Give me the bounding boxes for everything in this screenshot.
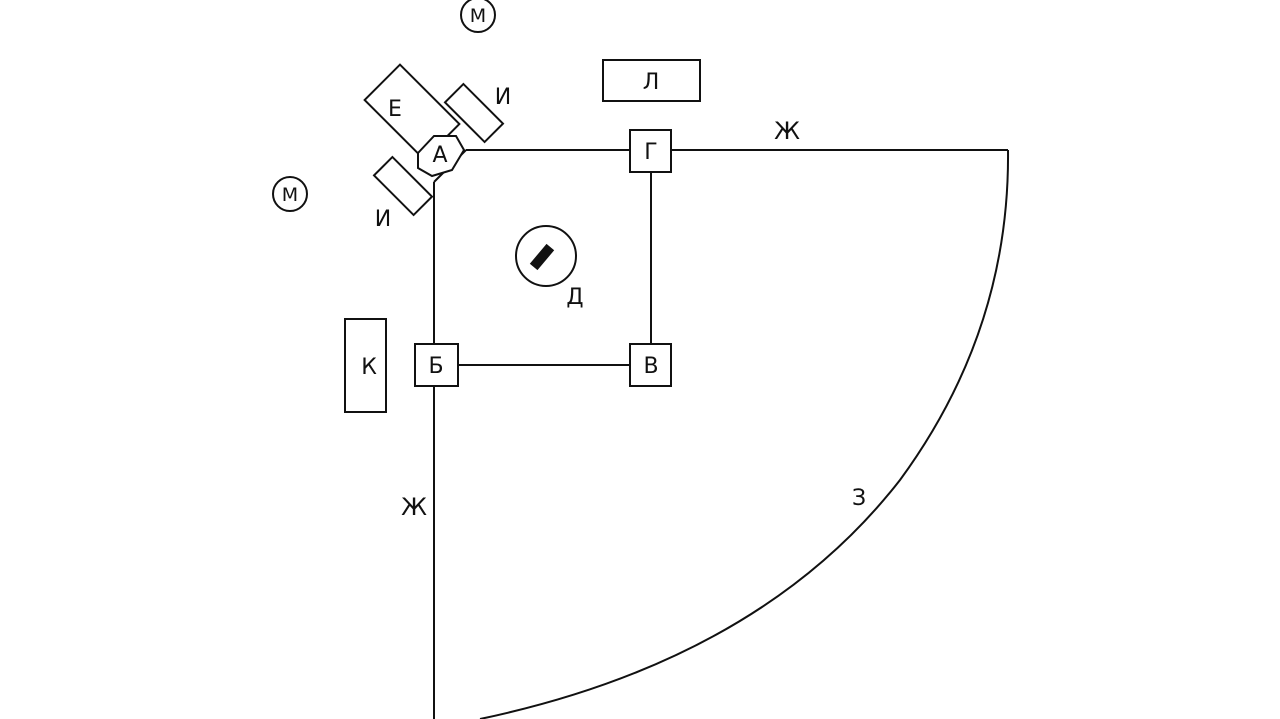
first-base-label: Г (644, 140, 657, 165)
waiting-circle-top (460, 0, 496, 33)
coach-box-l-label: Л (643, 70, 660, 95)
second-base-label: В (643, 354, 658, 379)
foul-line-label-first: Ж (774, 117, 800, 145)
home-plate (417, 135, 466, 178)
first-base (629, 129, 672, 173)
coach-box-k-label: К (361, 355, 377, 380)
foul-line-label-third: Ж (401, 493, 427, 521)
outfield-fence-label: З (852, 486, 866, 511)
home-plate-label: А (432, 143, 447, 168)
coach-box-l (602, 59, 701, 102)
third-base-label: Б (428, 354, 443, 379)
batter-box-upper-label: И (495, 85, 511, 110)
waiting-circle-top-label: М (470, 5, 486, 27)
coach-box-k (344, 318, 387, 413)
waiting-circle-left (272, 176, 308, 212)
pitcher-mound (515, 225, 577, 287)
pitcher-label: Д (566, 285, 583, 310)
batter-box-upper (443, 82, 505, 144)
catcher-box-label: Е (388, 97, 402, 122)
batter-box-lower-label: И (375, 207, 391, 232)
waiting-circle-left-label: М (282, 184, 298, 206)
batter-box-lower (372, 155, 434, 217)
third-base (414, 343, 459, 387)
second-base (629, 343, 672, 387)
outfield-fence-arc (479, 149, 1010, 719)
